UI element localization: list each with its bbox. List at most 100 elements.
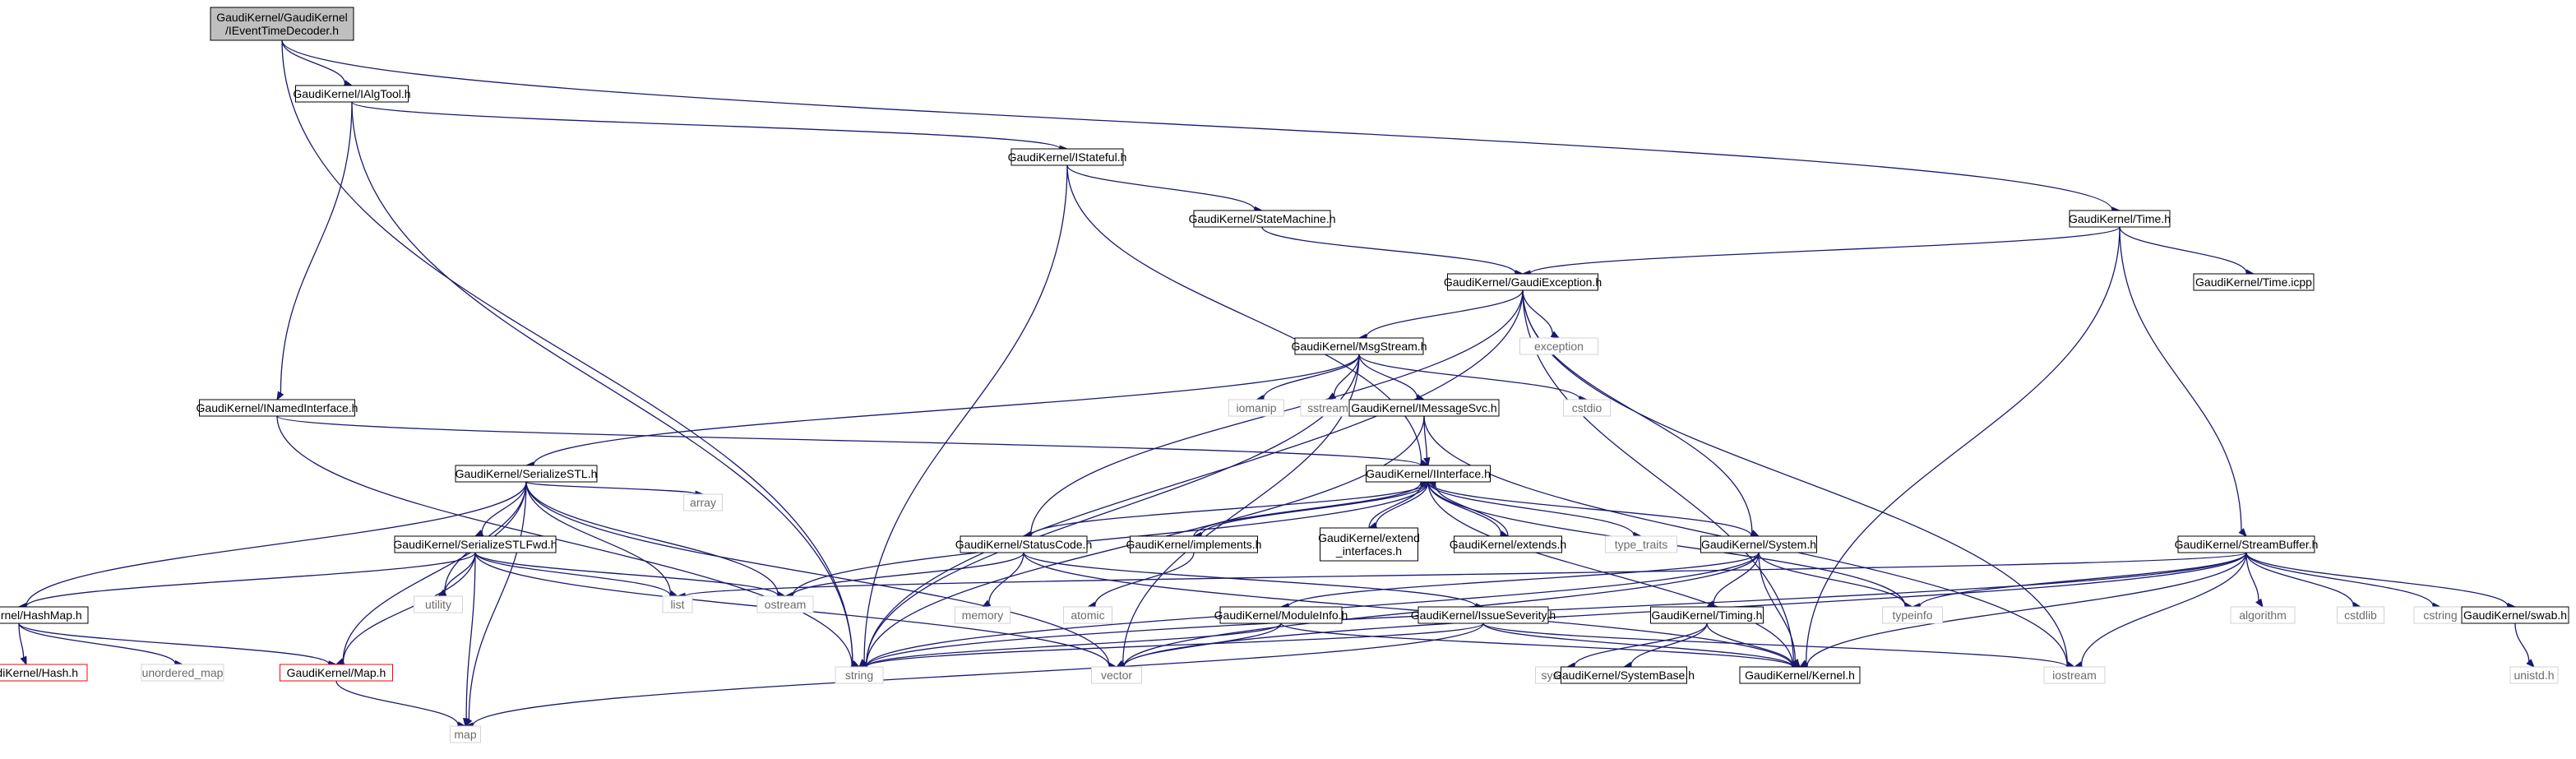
node-serialfwd[interactable]: GaudiKernel/SerializeSTLFwd.h	[393, 535, 557, 553]
node-ialgtool[interactable]: GaudiKernel/IAlgTool.h	[293, 85, 411, 103]
node-streambuf[interactable]: GaudiKernel/StreamBuffer.h	[2175, 535, 2319, 553]
node-extends[interactable]: GaudiKernel/extends.h	[1450, 535, 1566, 553]
node-system[interactable]: GaudiKernel/System.h	[1700, 535, 1817, 553]
edge-mapk-to-map	[335, 680, 467, 729]
edge-line	[351, 101, 1061, 150]
edge-line	[18, 622, 330, 665]
node-box	[2337, 606, 2384, 624]
node-label: GaudiKernel/extend	[1318, 531, 1420, 544]
edge-line	[18, 622, 25, 658]
edge-line	[280, 101, 353, 394]
edge-serialfwd-to-hashmap	[17, 552, 476, 610]
node-iinterface[interactable]: GaudiKernel/IInterface.h	[1366, 465, 1491, 483]
edge-line	[988, 552, 1024, 604]
edge-line	[2245, 552, 2259, 601]
node-moduleinfo[interactable]: GaudiKernel/ModuleInfo.h	[1214, 606, 1348, 624]
node-swab[interactable]: GaudiKernel/swab.h	[2461, 606, 2569, 624]
edge-streambuf-to-swab	[2245, 552, 2517, 610]
node-box	[141, 664, 224, 682]
edge-line	[342, 481, 527, 662]
edge-line	[474, 552, 671, 596]
node-kernel[interactable]: GaudiKernel/Kernel.h	[1739, 666, 1861, 684]
node-statemachine[interactable]: GaudiKernel/StateMachine.h	[1189, 210, 1336, 228]
node-box	[1605, 535, 1677, 553]
node-extendif[interactable]: GaudiKernel/extend_interfaces.h	[1318, 527, 1420, 562]
edge-line	[866, 552, 2247, 667]
edge-line	[1200, 481, 1429, 536]
node-label: ostream	[765, 598, 807, 611]
node-root[interactable]: GaudiKernel/GaudiKernel/IEventTimeDecode…	[210, 7, 354, 41]
node-box	[662, 595, 693, 613]
edge-iinterface-to-extends	[1427, 481, 1510, 538]
node-issuesev[interactable]: GaudiKernel/IssueSeverity.h	[1411, 606, 1556, 624]
node-label: GaudiKernel/INamedInterface.h	[197, 401, 358, 414]
node-time[interactable]: GaudiKernel/Time.h	[2069, 210, 2171, 228]
node-hash[interactable]: GaudiKernel/Hash.h	[0, 664, 88, 682]
node-box	[2230, 606, 2296, 624]
node-ostream: ostream	[756, 595, 814, 613]
edge-serialstl-to-array	[525, 481, 705, 498]
node-box	[1454, 535, 1562, 553]
node-label: vector	[1101, 669, 1132, 682]
node-implements[interactable]: GaudiKernel/implements.h	[1126, 535, 1262, 553]
node-box	[0, 606, 89, 624]
node-box	[1882, 606, 1943, 624]
node-imsgsvc[interactable]: GaudiKernel/IMessageSvc.h	[1348, 399, 1500, 417]
node-label: GaudiKernel/StatusCode.h	[955, 538, 1093, 551]
node-box	[955, 606, 1011, 624]
node-gaudiexc[interactable]: GaudiKernel/GaudiException.h	[1444, 273, 1602, 291]
node-box	[414, 595, 463, 613]
edge-line	[1023, 552, 1793, 667]
node-label: array	[690, 496, 716, 509]
edge-line	[1434, 484, 1509, 537]
node-hashmap[interactable]: GaudiKernel/HashMap.h	[0, 606, 89, 624]
node-timing[interactable]: GaudiKernel/Timing.h	[1650, 606, 1764, 624]
edge-line	[792, 481, 1429, 596]
edge-gaudiexc-to-iostream	[1522, 289, 2076, 669]
edge-issuesev-to-map	[464, 622, 1484, 729]
node-box	[835, 666, 884, 684]
edge-serialstl-to-ostream	[525, 481, 787, 599]
node-serialstl[interactable]: GaudiKernel/SerializeSTL.h	[455, 465, 598, 483]
node-box	[1348, 399, 1500, 417]
node-mapk[interactable]: GaudiKernel/Map.h	[280, 664, 393, 682]
node-msgstream[interactable]: GaudiKernel/MsgStream.h	[1292, 337, 1427, 355]
edge-line	[1919, 552, 2247, 607]
edge-line	[525, 481, 672, 595]
node-statuscode[interactable]: GaudiKernel/StatusCode.h	[955, 535, 1093, 553]
edge-msgstream-to-cstdio	[1358, 354, 1589, 403]
edge-line	[866, 622, 1484, 668]
node-string: string	[835, 666, 884, 684]
node-vector: vector	[1091, 666, 1142, 684]
node-timeicpp[interactable]: GaudiKernel/Time.icpp	[2193, 273, 2315, 291]
edge-ialgtool-to-string	[351, 101, 861, 668]
edge-line	[1358, 354, 1580, 400]
node-label: GaudiKernel/GaudiKernel	[216, 11, 348, 24]
edge-line	[25, 481, 527, 607]
node-istateful[interactable]: GaudiKernel/IStateful.h	[1008, 148, 1127, 166]
edge-gaudiexc-to-exception	[1522, 289, 1561, 339]
node-inamed[interactable]: GaudiKernel/INamedInterface.h	[197, 399, 358, 417]
node-memory: memory	[955, 606, 1011, 624]
node-box	[199, 399, 355, 417]
node-label: typeinfo	[1892, 609, 1932, 622]
arrow-head	[20, 655, 27, 666]
edge-serialstl-to-mapk	[335, 481, 527, 665]
node-systembase[interactable]: GaudiKernel/SystemBase.h	[1553, 666, 1695, 684]
node-box	[960, 535, 1088, 553]
edge-line	[1758, 552, 1797, 661]
node-cstring: cstring	[2413, 606, 2467, 624]
edge-line	[1806, 226, 2120, 664]
arrow-head	[276, 391, 284, 401]
edge-line	[2245, 552, 2354, 606]
arrow-head	[462, 718, 470, 728]
node-label: GaudiKernel/HashMap.h	[0, 609, 82, 622]
node-box	[0, 664, 88, 682]
edge-ialgtool-to-inamed	[276, 101, 353, 401]
edge-time-to-gaudiexc	[1521, 226, 2120, 277]
node-box	[2461, 606, 2569, 624]
node-box	[756, 595, 814, 613]
node-label: cstdlib	[2344, 609, 2377, 622]
node-box	[1700, 535, 1817, 553]
edge-statuscode-to-ostream	[784, 552, 1024, 599]
